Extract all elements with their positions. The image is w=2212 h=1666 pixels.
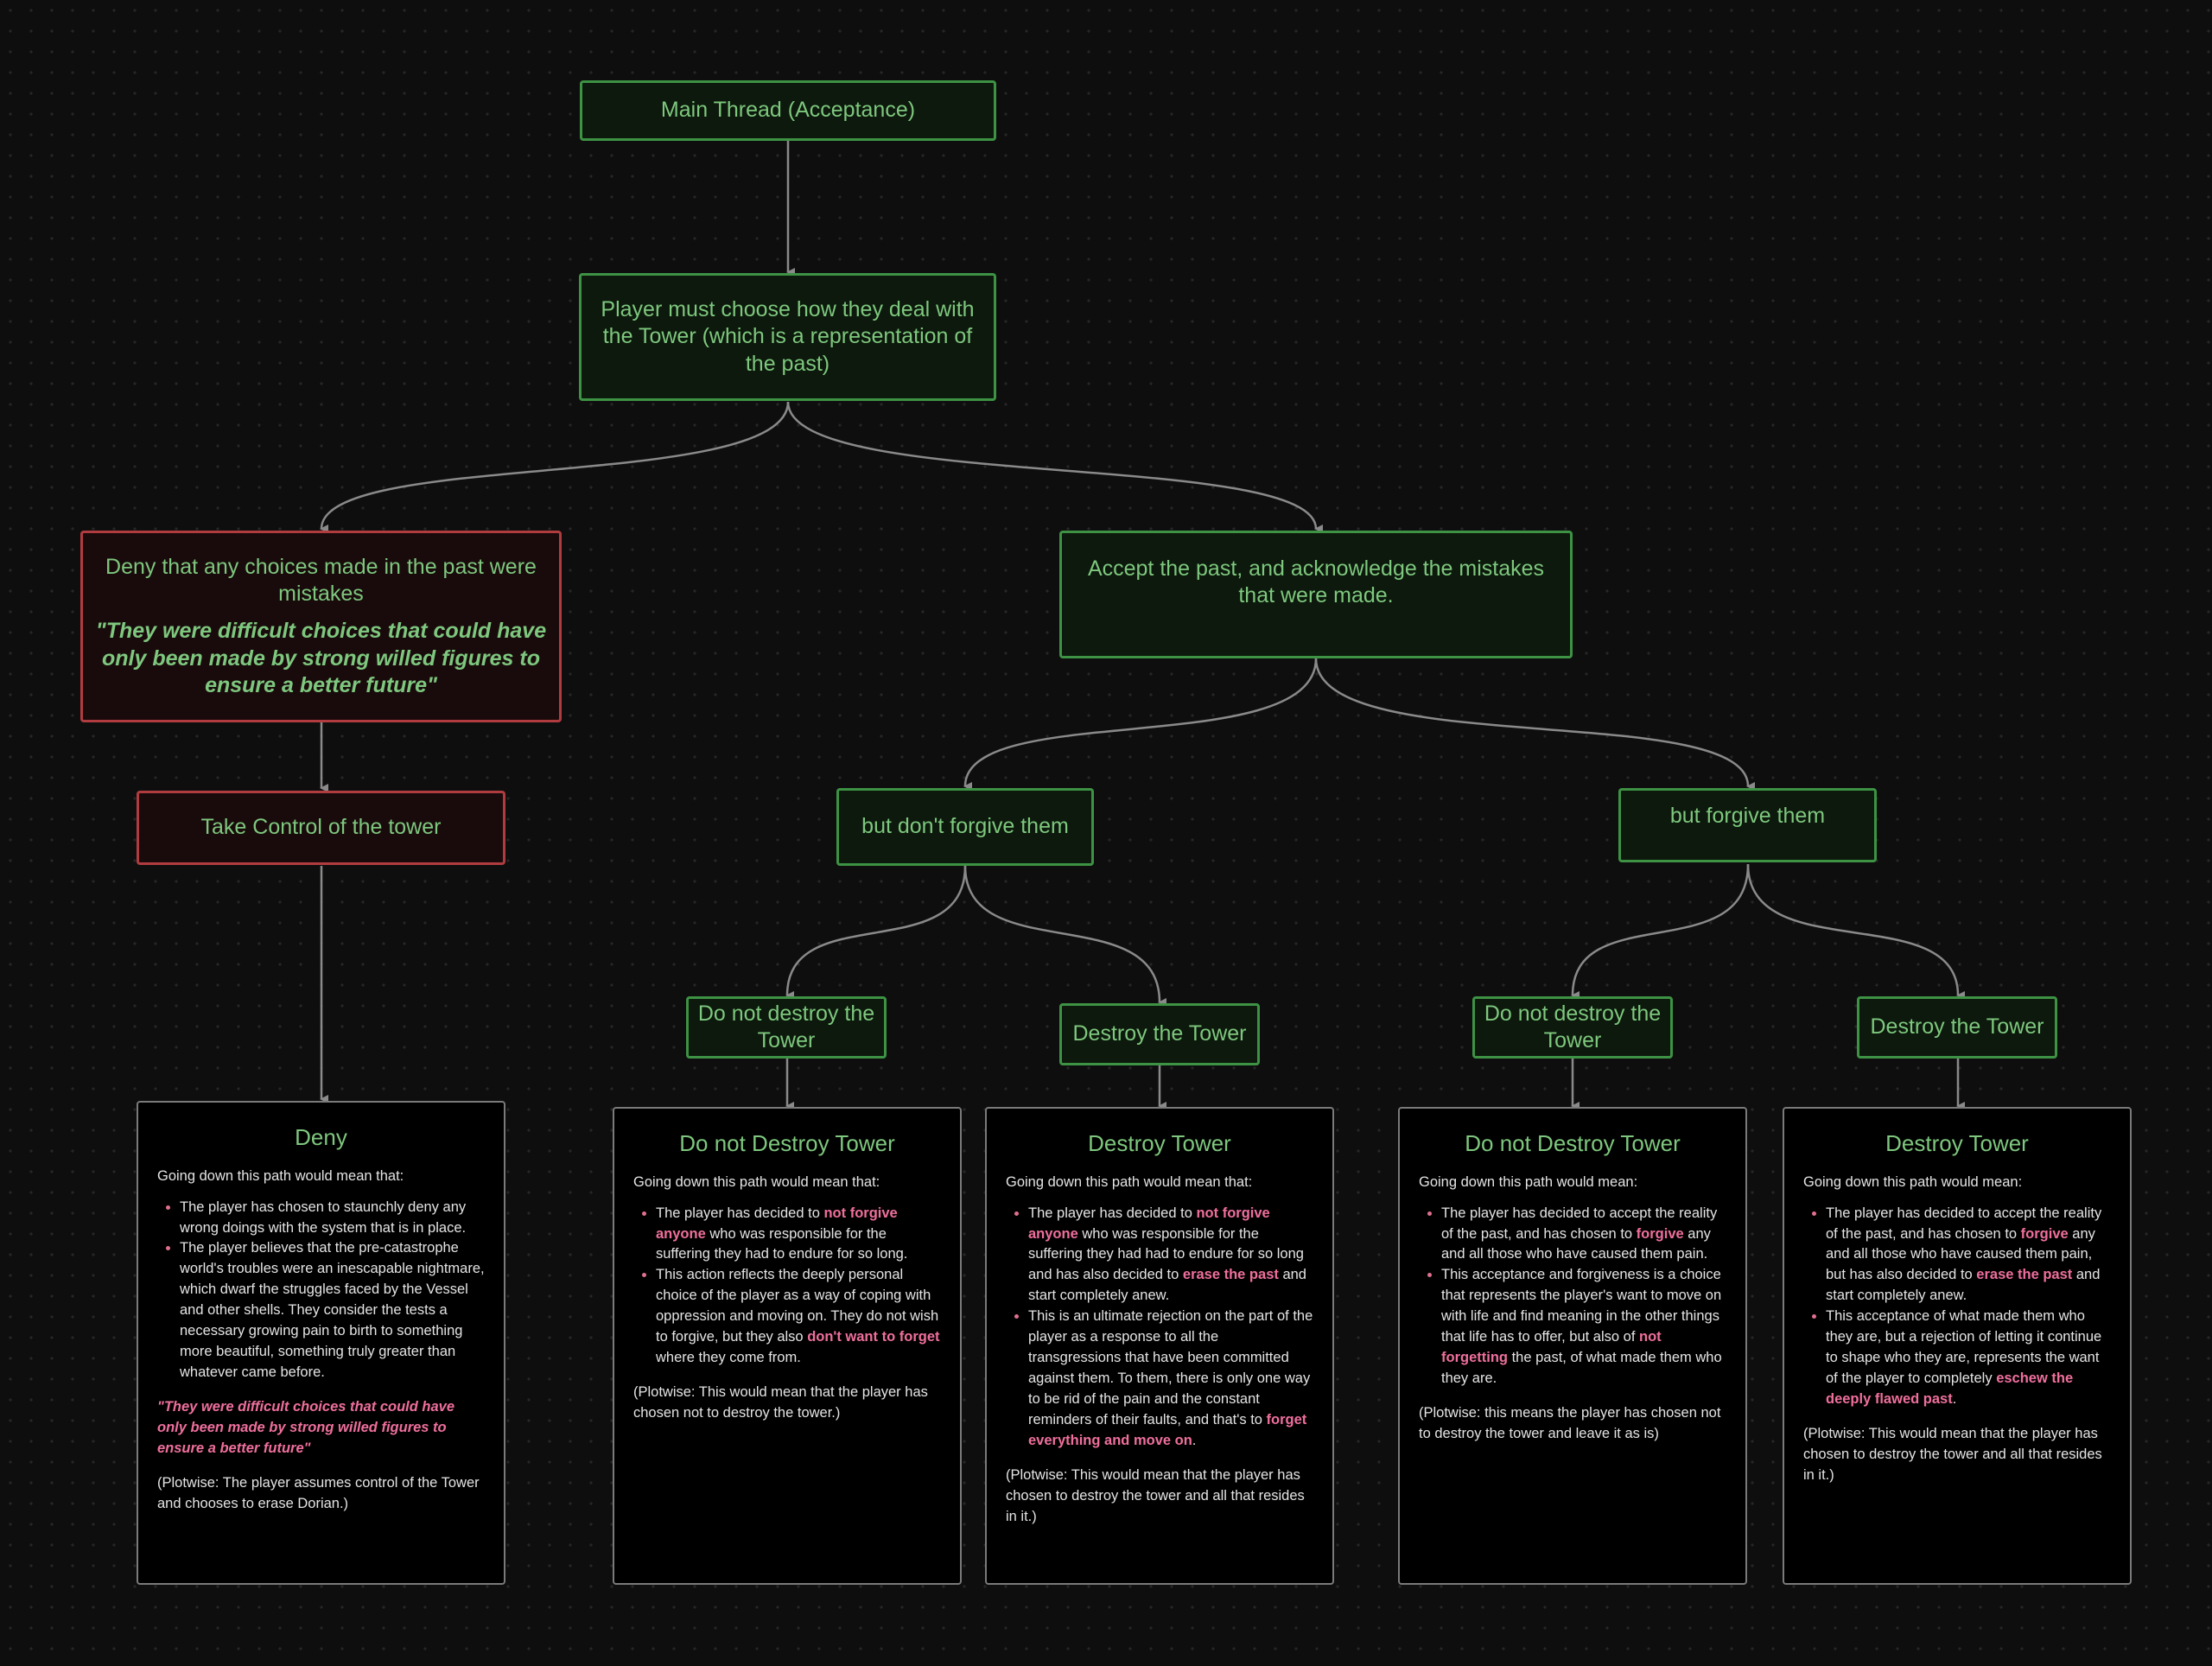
card-d-b-bullets: The player has decided to accept the rea… <box>1803 1204 2111 1410</box>
card-d-a-bullet-2: This is an ultimate rejection on the par… <box>1028 1307 1313 1451</box>
card-dnd-a-intro: Going down this path would mean that: <box>633 1173 880 1190</box>
node-accept[interactable]: Accept the past, and acknowledge the mis… <box>1059 531 1573 658</box>
node-take-control[interactable]: Take Control of the tower <box>137 791 505 865</box>
highlight-dont-want-to-forget: don't want to forget <box>807 1329 940 1345</box>
node-do-not-destroy-a-label: Do not destroy the Tower <box>697 1001 875 1052</box>
node-destroy-b[interactable]: Destroy the Tower <box>1857 996 2057 1059</box>
card-deny-note: (Plotwise: The player assumes control of… <box>157 1474 480 1511</box>
card-d-a-bullets: The player has decided to not forgive an… <box>1006 1204 1313 1452</box>
highlight-not-forgive: not forgive anyone <box>1028 1205 1270 1242</box>
card-d-a-bullet-1: The player has decided to not forgive an… <box>1028 1204 1313 1307</box>
edge-forgive-to-dnd-b <box>1571 863 1750 1001</box>
highlight-erase-the-past: erase the past <box>1976 1267 2073 1283</box>
node-destroy-a[interactable]: Destroy the Tower <box>1059 1003 1260 1065</box>
card-deny-bullet-1: The player has chosen to staunchly deny … <box>180 1198 485 1239</box>
card-dnd-b-title: Do not Destroy Tower <box>1465 1130 1681 1156</box>
card-d-a-intro: Going down this path would mean that: <box>1006 1173 1253 1190</box>
card-dnd-b-note: (Plotwise: this means the player has cho… <box>1419 1404 1721 1441</box>
card-deny-bullets: The player has chosen to staunchly deny … <box>157 1198 485 1383</box>
card-d-b-note: (Plotwise: This would mean that the play… <box>1803 1425 2102 1483</box>
node-destroy-b-label: Destroy the Tower <box>1870 1014 2044 1040</box>
node-choose-tower-label: Player must choose how they deal with th… <box>601 297 975 376</box>
card-d-b-intro: Going down this path would mean: <box>1803 1173 2023 1190</box>
card-deny-bullet-2: The player believes that the pre-catastr… <box>180 1238 485 1383</box>
edge-forgive-to-d-b <box>1746 863 1966 1000</box>
edge-choose-to-deny <box>320 401 790 534</box>
highlight-forgive: forgive <box>1636 1225 1684 1242</box>
edge-dontforgive-to-d-a <box>963 865 1167 1007</box>
card-dnd-b-bullets: The player has decided to accept the rea… <box>1419 1204 1726 1389</box>
card-deny[interactable]: Deny Going down this path would mean tha… <box>137 1101 505 1585</box>
card-dnd-b-intro: Going down this path would mean: <box>1419 1173 1638 1190</box>
node-choose-tower[interactable]: Player must choose how they deal with th… <box>579 273 996 401</box>
card-deny-intro: Going down this path would mean that: <box>157 1167 404 1184</box>
card-d-b-bullet-1: The player has decided to accept the rea… <box>1826 1204 2111 1307</box>
node-deny-label: Deny that any choices made in the past w… <box>105 554 537 607</box>
card-destroy-b[interactable]: Destroy Tower Going down this path would… <box>1783 1107 2132 1585</box>
card-destroy-a[interactable]: Destroy Tower Going down this path would… <box>985 1107 1334 1585</box>
node-destroy-a-label: Destroy the Tower <box>1072 1021 1247 1046</box>
highlight-eschew-past: eschew the deeply flawed past <box>1826 1370 2074 1407</box>
card-dnd-a-bullets: The player has decided to not forgive an… <box>633 1204 941 1369</box>
card-dnd-b-bullet-1: The player has decided to accept the rea… <box>1441 1204 1726 1266</box>
node-main-thread[interactable]: Main Thread (Acceptance) <box>580 80 996 141</box>
node-forgive-label: but forgive them <box>1669 804 1826 828</box>
node-dont-forgive[interactable]: but don't forgive them <box>836 788 1094 866</box>
edge-accept-to-dontforgive <box>963 658 1318 792</box>
node-main-thread-label: Main Thread (Acceptance) <box>660 98 916 123</box>
edge-dontforgive-to-dnd-a <box>785 865 967 1001</box>
card-d-b-bullet-2: This acceptance of what made them who th… <box>1826 1307 2111 1410</box>
card-do-not-destroy-a[interactable]: Do not Destroy Tower Going down this pat… <box>613 1107 962 1585</box>
highlight-forgive: forgive <box>2020 1225 2069 1242</box>
card-d-a-title: Destroy Tower <box>1088 1130 1231 1156</box>
card-dnd-a-bullet-2: This action reflects the deeply personal… <box>656 1265 941 1369</box>
edge-accept-to-forgive <box>1314 658 1756 791</box>
node-do-not-destroy-b[interactable]: Do not destroy the Tower <box>1472 996 1673 1059</box>
node-do-not-destroy-a[interactable]: Do not destroy the Tower <box>686 996 887 1059</box>
card-deny-quote: "They were difficult choices that could … <box>157 1398 455 1456</box>
edge-choose-to-accept <box>786 401 1324 533</box>
node-deny[interactable]: Deny that any choices made in the past w… <box>80 531 562 722</box>
node-forgive[interactable]: but forgive them <box>1618 788 1877 862</box>
highlight-forget-everything: forget everything and move on <box>1028 1411 1307 1448</box>
card-deny-title: Deny <box>295 1124 347 1150</box>
node-deny-quote: "They were difficult choices that could … <box>95 619 547 697</box>
highlight-not-forgive: not forgive anyone <box>656 1205 898 1242</box>
card-dnd-b-bullet-2: This acceptance and forgiveness is a cho… <box>1441 1265 1726 1389</box>
card-d-b-title: Destroy Tower <box>1885 1130 2029 1156</box>
card-dnd-a-note: (Plotwise: This would mean that the play… <box>633 1383 928 1421</box>
card-dnd-a-title: Do not Destroy Tower <box>679 1130 895 1156</box>
card-do-not-destroy-b[interactable]: Do not Destroy Tower Going down this pat… <box>1398 1107 1747 1585</box>
node-do-not-destroy-b-label: Do not destroy the Tower <box>1484 1001 1662 1052</box>
node-dont-forgive-label: but don't forgive them <box>861 814 1069 839</box>
highlight-erase-the-past: erase the past <box>1182 1267 1279 1283</box>
card-d-a-note: (Plotwise: This would mean that the play… <box>1006 1466 1305 1524</box>
node-take-control-label: Take Control of the tower <box>200 815 442 840</box>
highlight-not-forgetting: not forgetting <box>1441 1329 1662 1366</box>
node-accept-label: Accept the past, and acknowledge the mis… <box>1087 556 1545 608</box>
card-dnd-a-bullet-1: The player has decided to not forgive an… <box>656 1204 941 1266</box>
